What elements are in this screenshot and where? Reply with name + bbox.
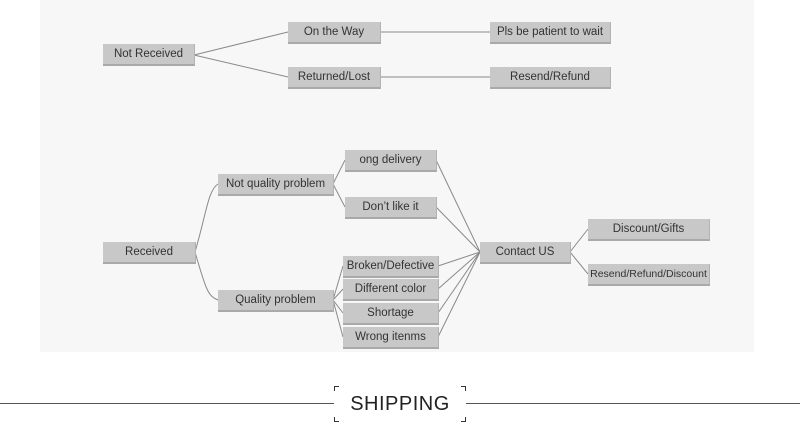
connector bbox=[437, 251, 481, 338]
connector bbox=[435, 159, 481, 253]
node-received: Received bbox=[103, 242, 196, 264]
corner-bracket bbox=[334, 417, 339, 422]
node-quality-problem: Quality problem bbox=[218, 290, 334, 312]
connector bbox=[332, 299, 344, 338]
connector bbox=[332, 288, 344, 301]
node-discount-gifts: Discount/Gifts bbox=[588, 219, 710, 241]
connector bbox=[569, 228, 589, 253]
node-returned-lost: Returned/Lost bbox=[288, 67, 381, 89]
node-contact-us: Contact US bbox=[480, 242, 571, 264]
node-not-received: Not Received bbox=[103, 44, 195, 66]
corner-bracket bbox=[461, 386, 466, 391]
connector bbox=[569, 251, 589, 275]
connector bbox=[193, 31, 289, 56]
connector bbox=[332, 265, 344, 301]
connector bbox=[194, 183, 219, 253]
node-different-color: Different color bbox=[343, 279, 439, 301]
section-title-shipping: SHIPPING bbox=[334, 386, 466, 422]
connector bbox=[194, 251, 219, 301]
connector bbox=[332, 299, 344, 314]
node-pls-be-patient: Pls be patient to wait bbox=[490, 22, 611, 44]
section-title-text: SHIPPING bbox=[350, 392, 450, 415]
connector bbox=[437, 251, 481, 267]
connector bbox=[332, 159, 346, 185]
connector bbox=[435, 206, 481, 253]
connector bbox=[437, 251, 481, 314]
node-long-delivery: ong delivery bbox=[345, 150, 437, 172]
node-resend-refund: Resend/Refund bbox=[490, 67, 611, 89]
node-on-the-way: On the Way bbox=[288, 22, 381, 44]
node-broken-defective: Broken/Defective bbox=[343, 256, 439, 278]
node-shortage: Shortage bbox=[343, 303, 439, 325]
connector bbox=[332, 183, 346, 208]
node-resend-refund-discount: Resend/Refund/Discount bbox=[588, 264, 710, 286]
connector bbox=[193, 54, 289, 78]
connector bbox=[437, 251, 481, 290]
node-not-quality-problem: Not quality problem bbox=[218, 174, 334, 196]
node-dont-like-it: Don’t like it bbox=[345, 197, 437, 219]
node-wrong-items: Wrong itenms bbox=[343, 327, 439, 349]
corner-bracket bbox=[461, 417, 466, 422]
corner-bracket bbox=[334, 386, 339, 391]
